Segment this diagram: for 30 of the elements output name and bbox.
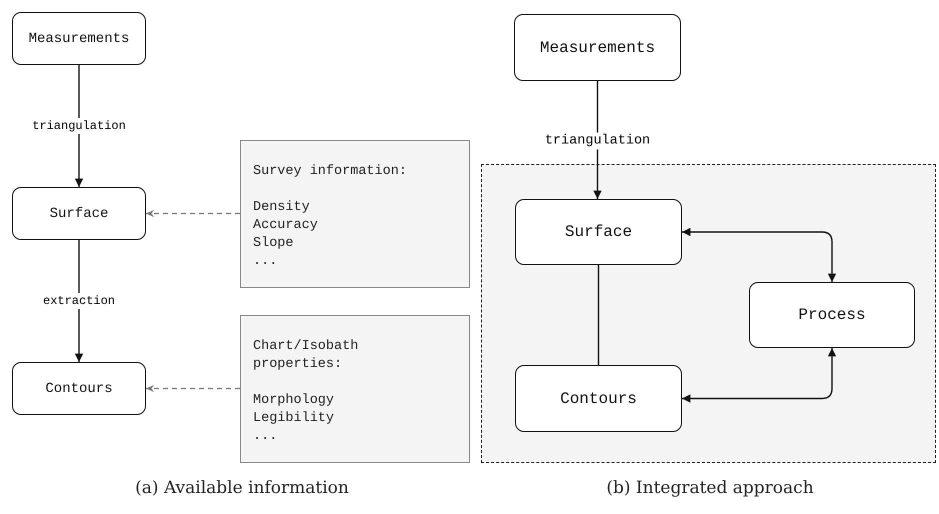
process-box bbox=[515, 365, 682, 432]
property-list: Density Accuracy Slope ... bbox=[253, 199, 353, 271]
panel-heading: Survey information: bbox=[253, 163, 408, 181]
edge-label: triangulation bbox=[30, 118, 128, 134]
connector-line bbox=[598, 265, 600, 365]
subfigure-caption: (b) Integrated approach bbox=[606, 478, 814, 498]
arrow bbox=[682, 228, 836, 282]
box-label: Contours bbox=[560, 390, 637, 408]
process-box bbox=[749, 282, 915, 348]
process-box bbox=[515, 199, 682, 265]
dashed-arrow bbox=[146, 384, 240, 392]
info-panel bbox=[240, 140, 470, 288]
box-label: Measurements bbox=[540, 38, 656, 56]
panel-heading: Chart/Isobath properties: bbox=[253, 338, 360, 374]
info-panel bbox=[240, 315, 470, 463]
process-box bbox=[12, 12, 146, 65]
process-box bbox=[12, 187, 146, 240]
arrow bbox=[682, 348, 836, 403]
box-label: Surface bbox=[564, 223, 632, 241]
process-box bbox=[514, 14, 681, 81]
process-box bbox=[12, 362, 146, 415]
box-label: Measurements bbox=[28, 30, 130, 46]
box-label: Contours bbox=[45, 380, 113, 396]
subfigure-caption: (a) Available information bbox=[135, 478, 349, 498]
property-list: Morphology Legibility ... bbox=[253, 392, 353, 446]
dashed-arrow bbox=[146, 210, 240, 218]
box-label: Surface bbox=[50, 206, 108, 222]
box-label: Process bbox=[798, 306, 866, 324]
dashed-group-area bbox=[481, 164, 936, 463]
edge-label: extraction bbox=[41, 293, 117, 309]
